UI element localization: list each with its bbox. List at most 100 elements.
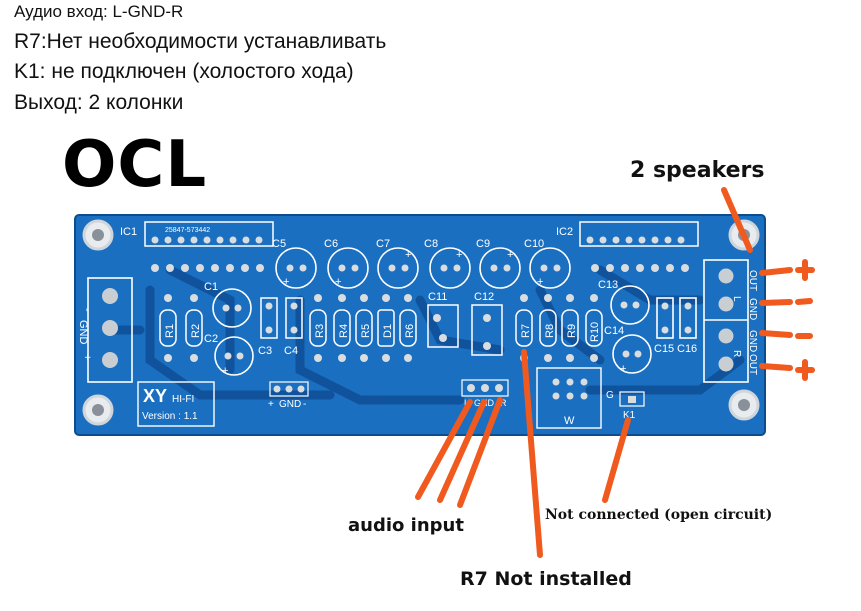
power-header-minus: - xyxy=(303,399,306,410)
out-gnd-r: GND xyxy=(747,330,758,352)
capacitor-c6: C6 + xyxy=(324,238,369,289)
k1-g-label: G xyxy=(606,390,614,401)
svg-text:R6: R6 xyxy=(404,324,416,338)
pot-w-label: W xyxy=(564,415,575,427)
svg-text:R9: R9 xyxy=(566,324,578,338)
svg-text:R4: R4 xyxy=(338,324,350,338)
resistor-r10: R10 xyxy=(585,294,603,362)
power-header: + GND - xyxy=(268,381,309,410)
resistor-r6: R6 xyxy=(399,294,417,362)
svg-text:+: + xyxy=(283,276,289,288)
resistor-r2: R2 xyxy=(185,294,203,362)
svg-text:R5: R5 xyxy=(360,324,372,338)
svg-text:R3: R3 xyxy=(314,324,326,338)
svg-text:R8: R8 xyxy=(544,324,556,338)
svg-text:C8: C8 xyxy=(424,238,438,250)
svg-text:+: + xyxy=(537,276,543,288)
k1-jumper: G K1 xyxy=(606,390,645,421)
capacitor-c1: C1 xyxy=(204,281,252,328)
board-version: Version : 1.1 xyxy=(142,411,198,422)
svg-text:C14: C14 xyxy=(604,325,624,337)
svg-text:C6: C6 xyxy=(324,238,338,250)
svg-text:+: + xyxy=(335,276,341,288)
svg-text:+: + xyxy=(620,363,626,375)
arrow-k1 xyxy=(602,417,631,503)
logo-xy: XY xyxy=(143,386,167,406)
svg-text:R10: R10 xyxy=(589,322,601,342)
ic2-label: IC2 xyxy=(556,226,573,238)
input-r-label: R xyxy=(500,398,507,408)
svg-text:+: + xyxy=(222,365,228,377)
arrow-audio-gnd xyxy=(437,399,487,503)
arrow-audio-r xyxy=(457,397,503,508)
capacitor-c5: C5+ xyxy=(272,238,317,289)
svg-text:D1: D1 xyxy=(382,324,394,338)
callout-r7-not-installed: R7 Not installed xyxy=(460,568,632,590)
svg-text:R2: R2 xyxy=(190,324,202,338)
left-terminal-minus: - xyxy=(81,308,93,312)
header-output-note: Выход: 2 колонки xyxy=(14,91,184,114)
capacitor-c16: C16 xyxy=(677,297,697,355)
svg-text:R1: R1 xyxy=(164,324,176,338)
resistor-r8: R8 xyxy=(539,294,557,362)
arrow-r7 xyxy=(521,349,543,558)
power-terminal: - GND + xyxy=(77,277,133,383)
svg-text:C10: C10 xyxy=(524,238,544,250)
svg-text:C9: C9 xyxy=(476,238,490,250)
mounting-holes xyxy=(82,219,760,426)
svg-text:+: + xyxy=(456,249,462,261)
resistor-r9: R9 xyxy=(561,294,579,362)
capacitor-c2: C2 + xyxy=(204,333,254,377)
ic2-pin-row xyxy=(591,264,689,272)
svg-text:R7: R7 xyxy=(520,324,532,338)
out-label-r: OUT xyxy=(747,354,758,375)
capacitor-c3: C3 xyxy=(258,297,278,357)
arrow-out-3 xyxy=(759,330,793,338)
header-k1-note: K1: не подключен (холостого хода) xyxy=(14,60,354,83)
ic1-part-number: 25847-573442 xyxy=(165,227,210,234)
resistor-r4: R4 xyxy=(333,294,351,362)
capacitor-c14: C14 + xyxy=(604,325,652,375)
resistor-r3: R3 xyxy=(309,294,327,362)
capacitor-c4: C4 xyxy=(284,297,303,357)
callout-2-speakers: 2 speakers xyxy=(630,158,765,183)
svg-text:C15: C15 xyxy=(654,343,674,355)
board-logo: XY HI-FI Version : 1.1 xyxy=(137,381,215,427)
ic1-footprint: IC1 25847-573442 xyxy=(120,221,274,247)
resistor-r5: R5 xyxy=(355,294,373,362)
left-terminal-gnd: GND xyxy=(77,320,89,345)
out-l-label: L xyxy=(731,296,742,302)
capacitor-c13: C13 xyxy=(598,279,650,325)
svg-text:+: + xyxy=(507,249,513,261)
pcb-traces xyxy=(105,265,745,405)
svg-text:C2: C2 xyxy=(204,333,218,345)
capacitor-c11: C11 xyxy=(427,291,459,348)
arrow-speakers xyxy=(721,187,753,253)
volume-pot-footprint: W xyxy=(536,367,602,429)
callout-audio-input: audio input xyxy=(348,515,464,536)
resistor-r1: R1 xyxy=(159,294,177,362)
arrow-out-1 xyxy=(759,267,793,276)
diode-d1: D1 xyxy=(377,294,395,362)
header-audio-input: Аудио вход: L-GND-R xyxy=(14,2,184,21)
out-r-label: R xyxy=(731,350,742,357)
out-label-l: OUT xyxy=(747,270,758,291)
svg-text:C1: C1 xyxy=(204,281,218,293)
callout-not-connected: Not connected (open circuit) xyxy=(545,507,773,523)
svg-text:C4: C4 xyxy=(284,345,298,357)
capacitor-c9: C9 + xyxy=(476,238,521,289)
capacitor-c8: C8 + xyxy=(424,238,471,289)
logo-hifi: HI-FI xyxy=(172,394,194,405)
power-header-gnd: GND xyxy=(279,399,301,410)
minus-mid-1 xyxy=(795,298,813,305)
svg-text:C13: C13 xyxy=(598,279,618,291)
capacitor-c12: C12 xyxy=(471,291,503,356)
capacitor-c15: C15 xyxy=(654,297,674,355)
annotation-strokes xyxy=(415,187,815,558)
power-header-plus: + xyxy=(268,399,274,410)
ic1-pin-row xyxy=(151,264,264,272)
ic1-label: IC1 xyxy=(120,226,137,238)
svg-text:C7: C7 xyxy=(376,238,390,250)
k1-label: K1 xyxy=(623,410,636,421)
